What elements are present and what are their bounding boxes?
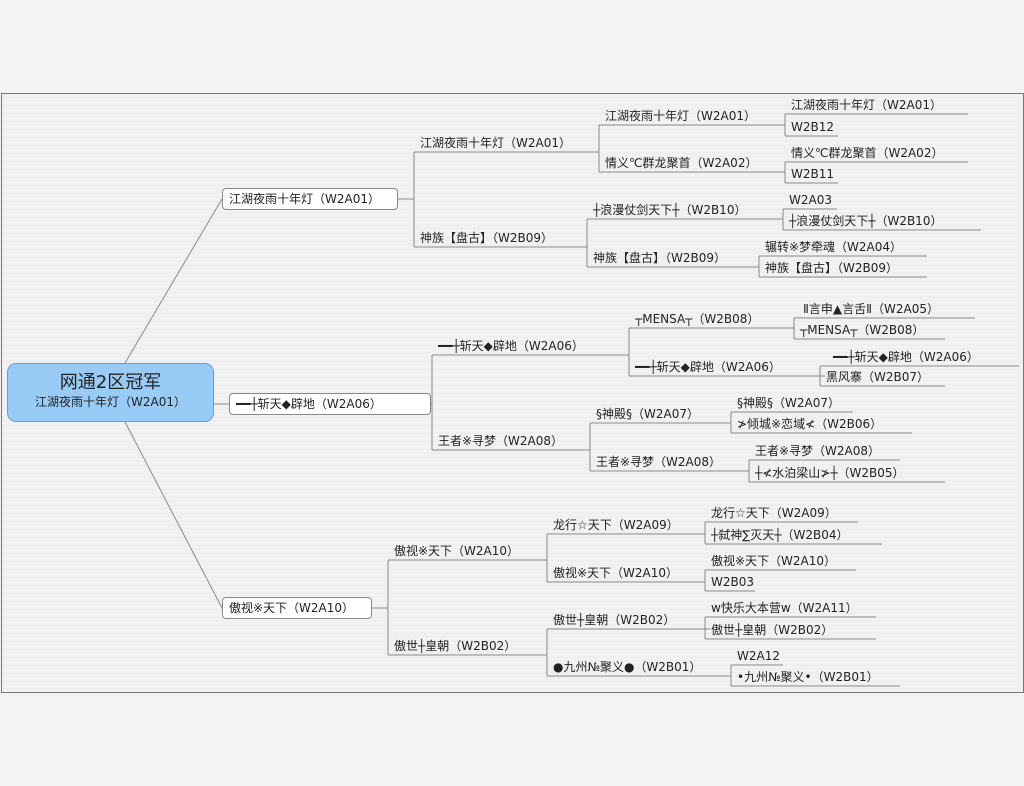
- central-topic[interactable]: 网通2区冠军 江湖夜雨十年灯（W2A01）: [7, 363, 214, 422]
- leaf-topic[interactable]: W2A12: [737, 649, 780, 663]
- subtopic[interactable]: 傲视※天下（W2A10）: [553, 566, 679, 580]
- subtopic[interactable]: 王者※寻梦（W2A08）: [438, 434, 564, 448]
- subtopic[interactable]: 傲世┼皇朝（W2B02）: [553, 613, 676, 627]
- subtopic[interactable]: 江湖夜雨十年灯（W2A01）: [605, 109, 756, 123]
- leaf-topic[interactable]: 神族【盘古】（W2B09）: [765, 261, 899, 275]
- subtopic[interactable]: 龙行☆天下（W2A09）: [553, 518, 679, 532]
- central-topic-subtitle: 江湖夜雨十年灯（W2A01）: [35, 395, 186, 409]
- subtopic[interactable]: 江湖夜雨十年灯（W2A01）: [420, 136, 571, 150]
- subtopic[interactable]: ┬MENSA┬（W2B08）: [635, 312, 760, 326]
- leaf-topic[interactable]: 黑风寨（W2B07）: [826, 370, 930, 384]
- main-topic[interactable]: 傲视※天下（W2A10）: [222, 597, 372, 619]
- leaf-topic[interactable]: ━━┼斩天◆辟地（W2A06）: [833, 350, 979, 364]
- subtopic[interactable]: §神殿§（W2A07）: [596, 407, 699, 421]
- leaf-topic[interactable]: W2B03: [711, 575, 755, 589]
- leaf-topic[interactable]: 傲视※天下（W2A10）: [711, 554, 837, 568]
- leaf-topic[interactable]: ┬MENSA┬（W2B08）: [800, 323, 925, 337]
- leaf-topic[interactable]: ┼≮水泊梁山≯┼（W2B05）: [755, 466, 905, 480]
- subtopic[interactable]: 情义℃群龙聚首（W2A02）: [605, 156, 758, 170]
- leaf-topic[interactable]: 王者※寻梦（W2A08）: [755, 444, 881, 458]
- leaf-topic[interactable]: Ⅱ言申▲言舌Ⅱ（W2A05）: [803, 302, 940, 316]
- leaf-topic[interactable]: w快乐大本营w（W2A11）: [711, 601, 858, 615]
- leaf-topic[interactable]: §神殿§（W2A07）: [737, 396, 840, 410]
- leaf-topic[interactable]: ┼浪漫仗剑天下┼（W2B10）: [789, 214, 943, 228]
- leaf-topic[interactable]: 江湖夜雨十年灯（W2A01）: [791, 98, 942, 112]
- leaf-topic[interactable]: 龙行☆天下（W2A09）: [711, 506, 837, 520]
- subtopic[interactable]: ━━┼斩天◆辟地（W2A06）: [438, 339, 584, 353]
- leaf-topic[interactable]: W2B12: [791, 120, 835, 134]
- main-topic[interactable]: ━━┼斩天◆辟地（W2A06）: [229, 393, 431, 415]
- leaf-topic[interactable]: W2A03: [789, 193, 832, 207]
- subtopic[interactable]: ●九州№聚义●（W2B01）: [553, 660, 702, 674]
- subtopic[interactable]: 傲视※天下（W2A10）: [394, 544, 520, 558]
- central-topic-title: 网通2区冠军: [59, 372, 162, 393]
- leaf-topic[interactable]: •九州№聚义•（W2B01）: [737, 670, 879, 684]
- subtopic[interactable]: ━━┼斩天◆辟地（W2A06）: [635, 360, 781, 374]
- leaf-topic[interactable]: ┼弑神∑灭天┼（W2B04）: [711, 528, 849, 542]
- leaf-topic[interactable]: W2B11: [791, 167, 835, 181]
- subtopic[interactable]: ┼浪漫仗剑天下┼（W2B10）: [593, 203, 747, 217]
- leaf-topic[interactable]: 傲世┼皇朝（W2B02）: [711, 623, 834, 637]
- leaf-topic[interactable]: 辗转※梦牵魂（W2A04）: [765, 240, 903, 254]
- subtopic[interactable]: 王者※寻梦（W2A08）: [596, 455, 722, 469]
- subtopic[interactable]: 神族【盘古】（W2B09）: [420, 231, 554, 245]
- leaf-topic[interactable]: 情义℃群龙聚首（W2A02）: [791, 146, 944, 160]
- main-topic[interactable]: 江湖夜雨十年灯（W2A01）: [222, 188, 398, 210]
- subtopic[interactable]: 傲世┼皇朝（W2B02）: [394, 639, 517, 653]
- leaf-topic[interactable]: ≯倾城※恋域≮（W2B06）: [737, 417, 883, 431]
- subtopic[interactable]: 神族【盘古】（W2B09）: [593, 251, 727, 265]
